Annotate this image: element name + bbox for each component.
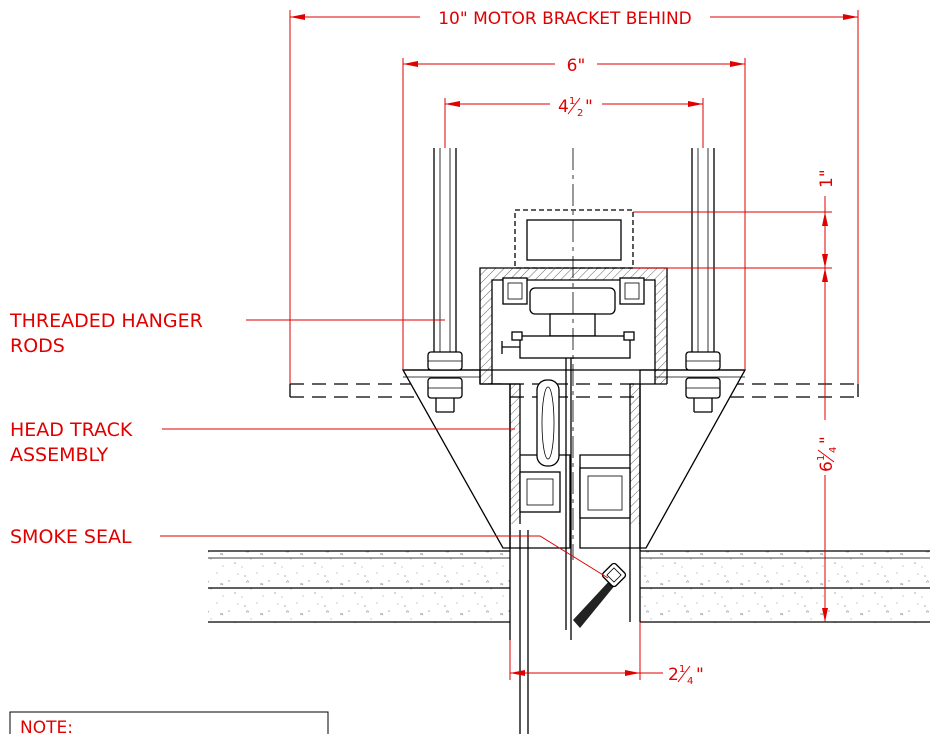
hanger-bracket [401,369,747,549]
dimension-1-text: 1" [817,169,837,188]
dimension-4-denominator: 2 [577,108,583,119]
dimension-1-inch: 1" [633,169,837,269]
dimension-4-half-inch: 4 1 2 " [444,96,704,148]
dimension-2-numerator: 1 [679,664,685,675]
callout-head-track-assembly: HEAD TRACK ASSEMBLY [10,419,515,466]
label-threaded-hanger-line2: RODS [10,335,65,357]
dimension-6-quarter-denominator: 4 [828,447,839,453]
svg-text:": " [696,665,704,685]
label-head-track-line2: ASSEMBLY [10,444,109,466]
motor-bracket-dimension-text: 10" MOTOR BRACKET BEHIND [438,9,692,29]
callout-smoke-seal: SMOKE SEAL [10,526,609,579]
note-title: NOTE: [20,718,73,734]
dimension-6-quarter-numerator: 1 [816,455,827,461]
dimension-4-numerator: 1 [569,96,575,107]
smoke-seal [573,562,627,628]
dimension-2-denominator: 4 [687,676,693,687]
svg-text:": " [817,436,837,444]
motor-bracket-tube [514,209,634,269]
trolley-roller [501,287,635,640]
dimension-4-whole: 4 [558,97,569,117]
threaded-hanger-rod-left [427,148,463,413]
dimension-6-quarter-inch: 6 1 4 " [816,268,839,622]
door-panel [509,524,641,734]
dimension-2-quarter-inch: 2 1 4 " [509,622,704,687]
dimension-6-quarter-whole: 6 [817,461,837,472]
dimension-motor-bracket: 10" MOTOR BRACKET BEHIND [289,9,859,384]
label-threaded-hanger-line1: THREADED HANGER [9,310,203,332]
dimension-6-inch: 6" [402,56,746,370]
ceiling-line [289,383,859,398]
threaded-hanger-rod-right [685,148,721,413]
dimension-6-text: 6" [567,56,586,76]
concrete-slab [208,550,930,623]
note-box: NOTE: [9,711,329,734]
dimension-2-whole: 2 [668,665,679,685]
label-head-track-line1: HEAD TRACK [10,419,133,441]
svg-text:": " [585,97,593,117]
head-track-channel [479,267,668,549]
callout-threaded-hanger-rods: THREADED HANGER RODS [9,310,445,357]
label-smoke-seal: SMOKE SEAL [10,526,132,548]
